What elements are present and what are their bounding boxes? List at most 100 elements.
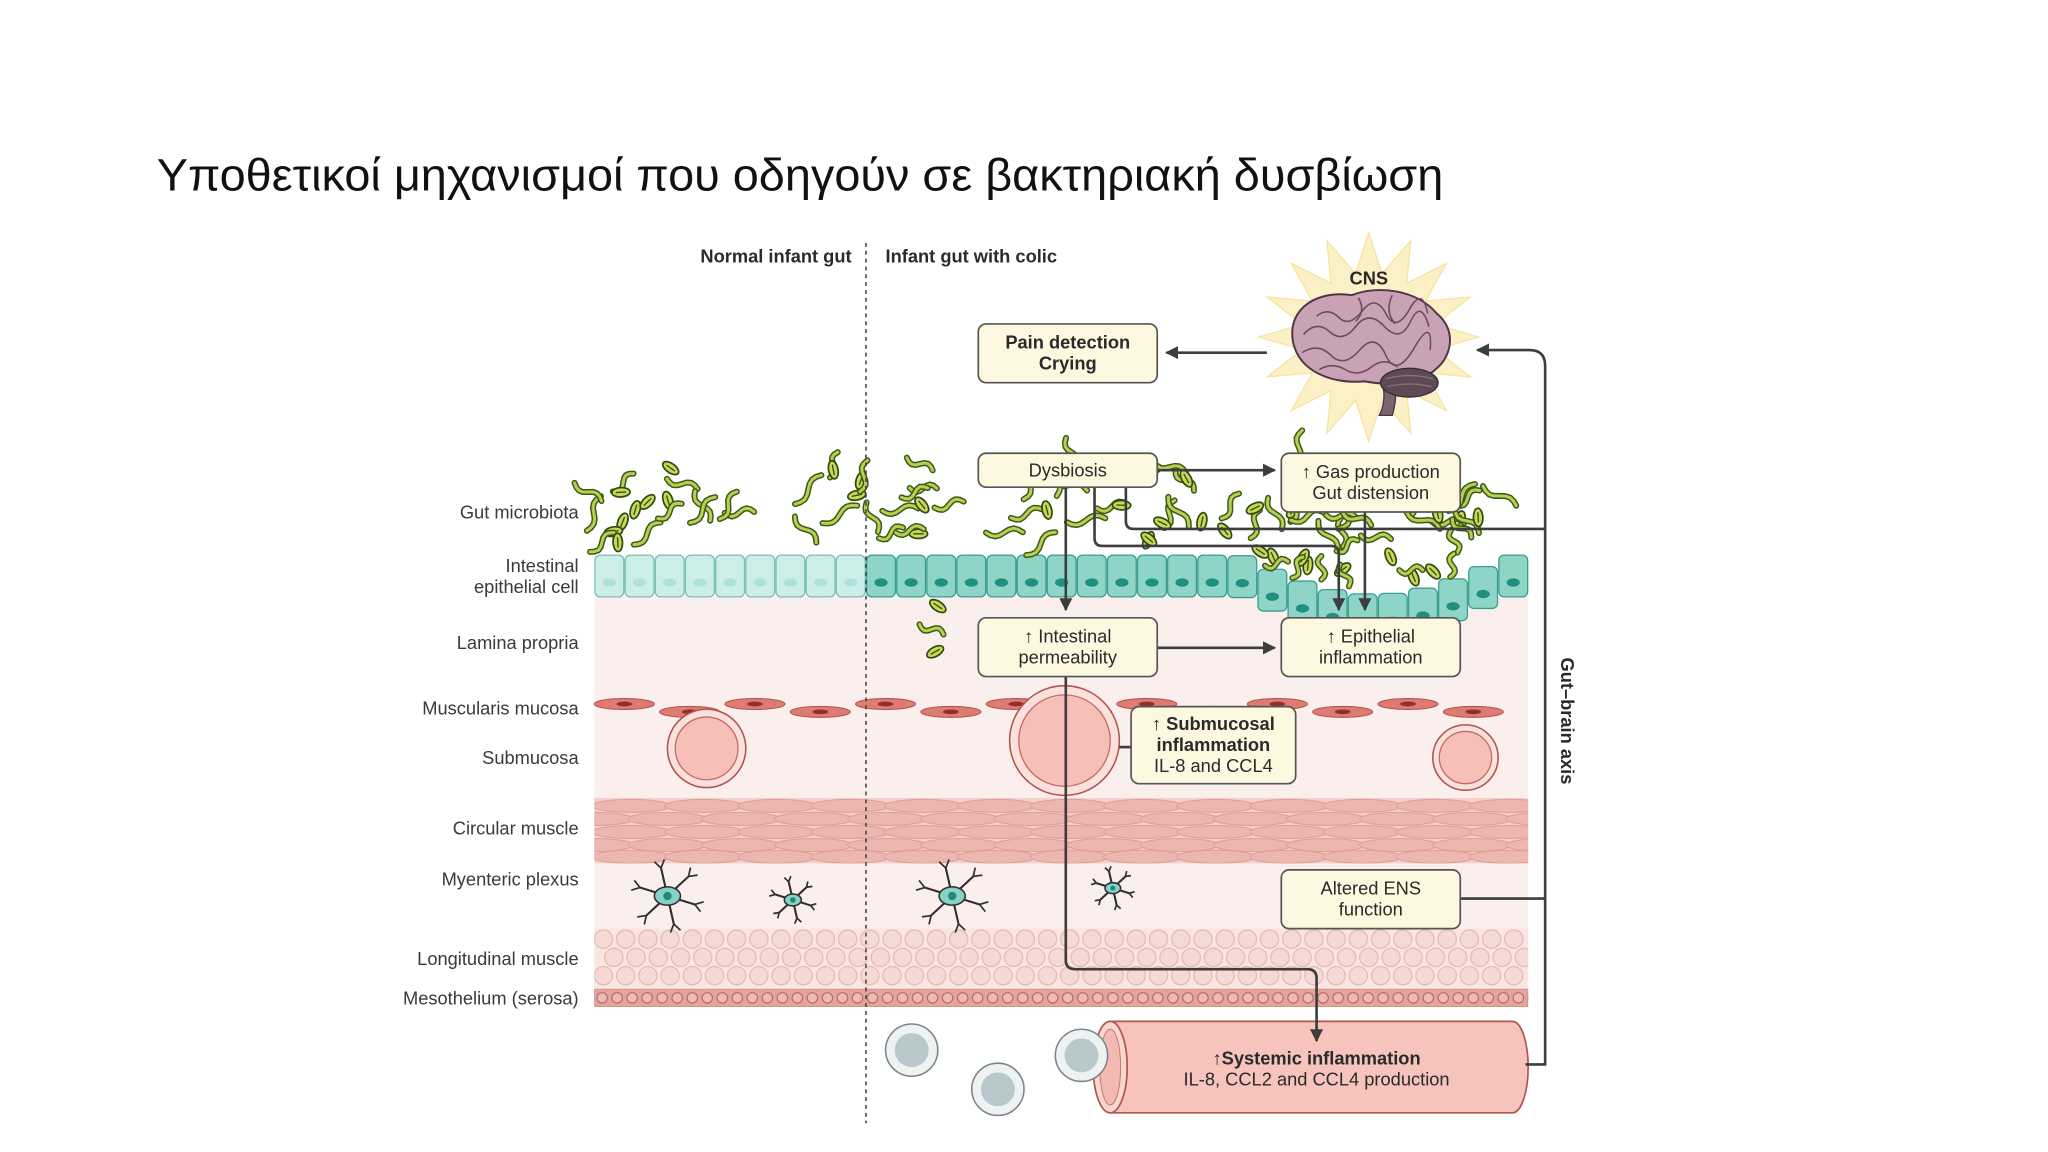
epithelial-cell (684, 554, 715, 598)
mesothelial-cell (1407, 992, 1420, 1004)
filamentous-bacterium (687, 494, 719, 526)
circular-muscle-fiber (1432, 838, 1512, 853)
smooth-muscle-cell (920, 705, 982, 718)
longitudinal-muscle-fiber (882, 965, 902, 986)
mesothelial-cell (1347, 992, 1359, 1004)
epithelial-cell (1167, 554, 1198, 598)
circular-muscle-fiber (993, 811, 1073, 826)
circular-muscle-fiber (1322, 824, 1402, 840)
longitudinal-muscle-fiber (914, 947, 935, 968)
dysbiosis-text: Dysbiosis (1029, 460, 1107, 481)
epithelial-cell (745, 554, 776, 598)
circular-muscle-fiber (737, 824, 817, 840)
label-longitudinal-muscle: Longitudinal muscle (417, 948, 578, 969)
longitudinal-muscle-fiber (837, 965, 858, 986)
brain-illustration (1291, 289, 1451, 416)
longitudinal-muscle-fiber (615, 929, 636, 949)
mesothelial-cell (1061, 992, 1074, 1004)
circular-muscle-fiber (1395, 849, 1476, 864)
filamentous-bacterium (663, 475, 701, 492)
circular-muscle-fiber (1030, 849, 1110, 864)
longitudinal-muscle-fiber (594, 965, 614, 986)
longitudinal-muscle-fiber (1459, 965, 1480, 986)
longitudinal-muscle-fiber (726, 965, 747, 986)
mesothelial-cell (1197, 992, 1209, 1004)
circular-muscle-fiber (1066, 838, 1146, 853)
header-infant-gut-with-colic: Infant gut with colic (886, 246, 1057, 267)
circular-muscle-fiber (1176, 824, 1256, 840)
circular-muscle-fiber (1359, 811, 1439, 826)
longitudinal-muscle-fiber (1348, 929, 1369, 949)
longitudinal-muscle-fiber (1259, 965, 1280, 986)
mesothelial-cell (806, 992, 819, 1004)
longitudinal-muscle-fiber (1170, 965, 1191, 986)
submucosal-text: ↑ Submucosal (1152, 713, 1275, 734)
longitudinal-muscle-fiber (604, 947, 624, 968)
longitudinal-muscle-fiber (1237, 965, 1258, 986)
longitudinal-muscle-fiber (948, 929, 969, 949)
longitudinal-muscle-fiber (1314, 947, 1335, 968)
rod-bacterium (616, 512, 629, 532)
mesothelial-cell (596, 992, 608, 1004)
longitudinal-muscle-fiber (1370, 965, 1391, 986)
mesothelial-cell (1257, 992, 1269, 1004)
longitudinal-muscle-fiber (1403, 947, 1424, 968)
epithelial-cell (654, 554, 685, 598)
mesothelial-cell (896, 992, 909, 1004)
epithelial-cell (926, 554, 957, 598)
mesothelium-layer (594, 988, 1529, 1008)
circular-muscle-fiber (1249, 824, 1329, 840)
filamentous-bacterium (856, 457, 871, 495)
myenteric-plexus-neurons (630, 859, 1135, 933)
mesothelial-cell (1227, 992, 1239, 1004)
mesothelial-cell (821, 992, 834, 1004)
circular-muscle-fiber (1030, 798, 1110, 813)
filamentous-bacterium (1446, 550, 1459, 580)
mesothelial-cell (926, 992, 939, 1004)
rod-bacterium (629, 500, 642, 520)
longitudinal-muscle-fiber (1015, 965, 1036, 986)
smooth-muscle-cell (724, 697, 786, 711)
filamentous-bacterium (1403, 508, 1443, 532)
mesothelial-cell (1122, 992, 1134, 1004)
filamentous-bacterium (931, 496, 967, 513)
circular-muscle-fiber (594, 824, 671, 840)
longitudinal-muscle-fiber (1326, 965, 1346, 986)
longitudinal-muscle-fiber (1104, 965, 1124, 986)
circular-muscle-fiber (1103, 824, 1183, 840)
smooth-muscle-cell (593, 697, 655, 711)
longitudinal-muscle-fiber (682, 929, 703, 949)
circular-muscle-fiber (810, 798, 890, 813)
longitudinal-muscle-fiber (715, 947, 735, 968)
longitudinal-muscle-fiber (648, 947, 669, 968)
circular-muscle-fiber (1432, 811, 1512, 826)
box-gas-production: ↑ Gas production Gut distension (1280, 452, 1462, 513)
longitudinal-muscle-fiber (771, 929, 791, 949)
circular-muscle-fiber (1359, 838, 1439, 853)
rod-bacterium (610, 486, 631, 498)
epithelial-inflammation-text: inflammation (1319, 647, 1423, 668)
longitudinal-muscle-fiber (971, 965, 991, 986)
longitudinal-muscle-fiber (1415, 929, 1435, 949)
circular-muscle-fiber (920, 811, 1000, 826)
circular-muscle-fiber (664, 849, 744, 864)
longitudinal-muscle-fiber (594, 929, 614, 949)
longitudinal-muscle-fiber (937, 947, 957, 968)
blood-cell (970, 1062, 1025, 1117)
circular-muscle-fiber (664, 798, 744, 813)
filamentous-bacterium (1445, 526, 1463, 556)
filamentous-bacterium (1289, 554, 1306, 581)
longitudinal-muscle-fiber (771, 965, 791, 986)
filamentous-bacterium (916, 621, 947, 638)
circular-muscle-fiber (883, 824, 964, 840)
longitudinal-muscle-fiber (926, 929, 947, 949)
mesothelial-cell (671, 992, 684, 1004)
mesothelial-cell (761, 992, 774, 1004)
longitudinal-muscle-fiber (1104, 929, 1124, 949)
longitudinal-muscle-fiber (1181, 947, 1201, 968)
longitudinal-muscle-fiber (1336, 947, 1357, 968)
longitudinal-muscle-fiber (815, 929, 836, 949)
longitudinal-muscle-fiber (1447, 947, 1468, 968)
filamentous-bacterium (903, 454, 936, 474)
